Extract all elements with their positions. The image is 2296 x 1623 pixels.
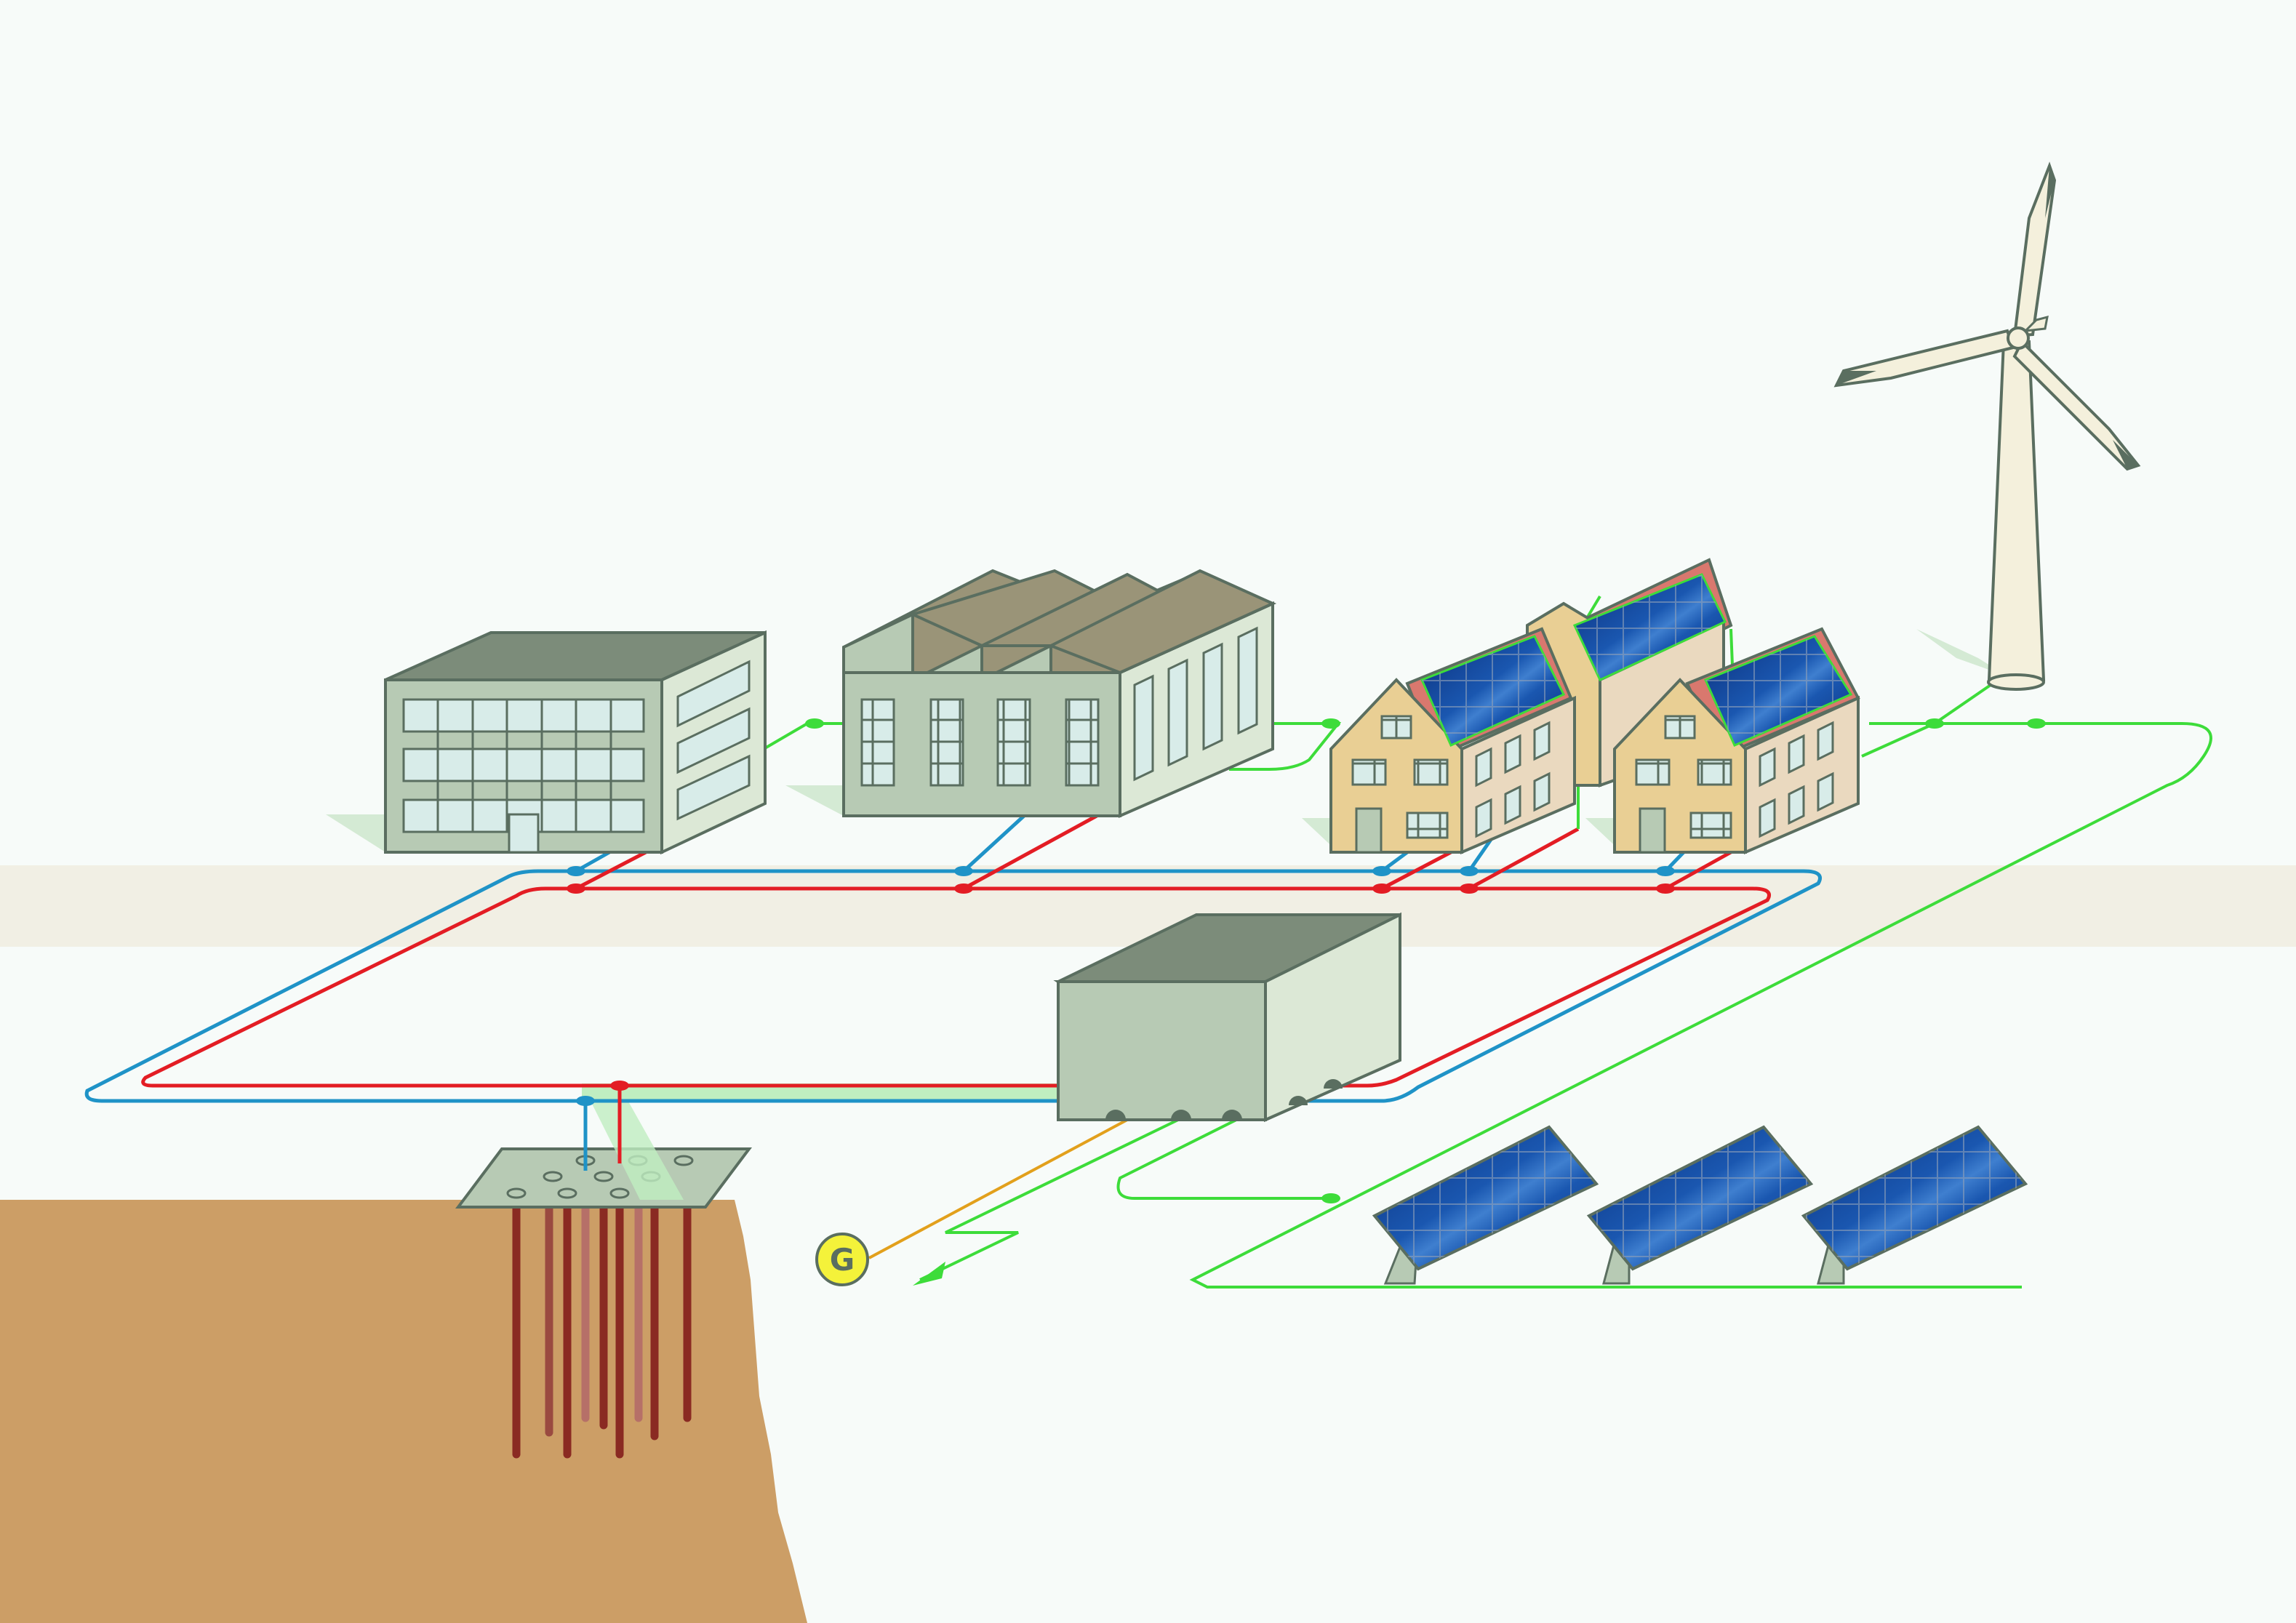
generator-icon	[815, 1233, 869, 1286]
field-solar-panel-3[interactable]	[1801, 1125, 2028, 1285]
heat-flow-band	[582, 1083, 1058, 1102]
office-building[interactable]	[326, 630, 767, 855]
generator[interactable]: G	[815, 1233, 869, 1286]
geothermal-plate	[455, 1147, 752, 1209]
field-solar-panel-2[interactable]	[1586, 1125, 1814, 1285]
supply-pipe-loop	[141, 886, 1771, 1088]
return-pipe-loop	[84, 869, 1822, 1103]
generator-line	[868, 1118, 1128, 1259]
pipe-junctions	[567, 866, 1675, 1106]
factory-building[interactable]	[785, 569, 1276, 819]
field-solar-panel-1[interactable]	[1372, 1125, 1599, 1285]
generator-label: G	[830, 1242, 855, 1278]
wind-turbine[interactable]	[1833, 161, 2141, 691]
central-energy-unit[interactable]	[1053, 912, 1401, 1123]
house-back-solar-panel	[1572, 573, 1727, 681]
power-junctions	[805, 718, 2046, 1203]
road	[0, 865, 2296, 947]
house-right-solar-panel	[1703, 635, 1853, 747]
geothermal-probes	[512, 1188, 692, 1459]
power-export-arrow	[913, 1262, 945, 1286]
house-left-solar-panel	[1420, 635, 1566, 747]
house-left[interactable]	[1302, 627, 1576, 855]
house-right[interactable]	[1585, 627, 1860, 855]
